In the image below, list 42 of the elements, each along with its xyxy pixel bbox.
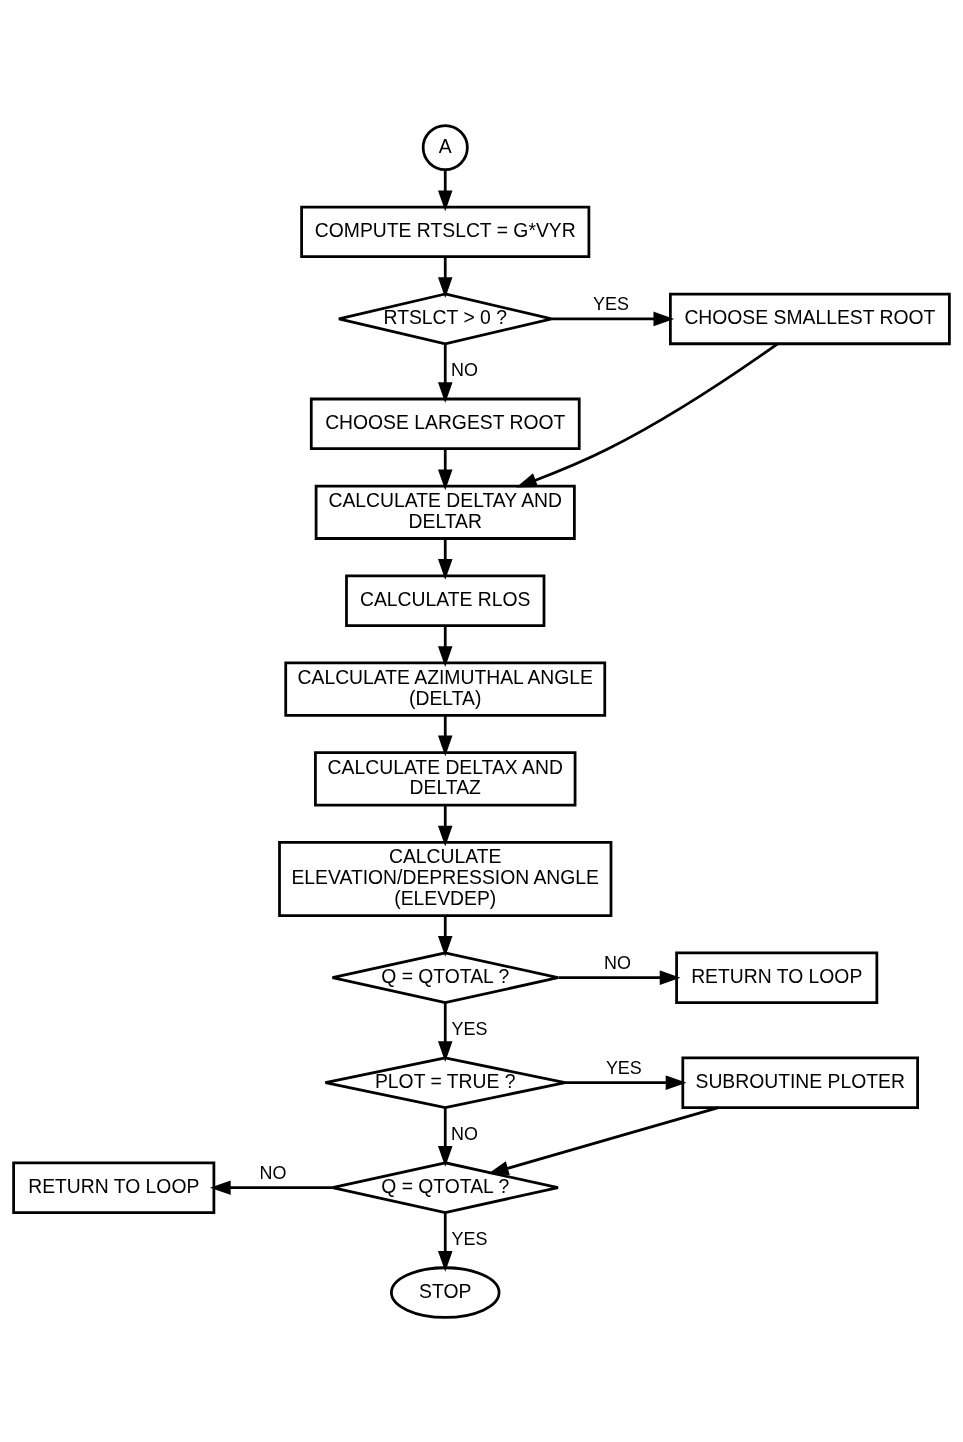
- edge-label: NO: [451, 1123, 479, 1144]
- arrow: [558, 969, 681, 985]
- arrow: [438, 915, 453, 957]
- arrow: [438, 169, 453, 211]
- arrow: [438, 256, 453, 298]
- edge-label: YES: [451, 1018, 488, 1039]
- node-box: RETURN TO LOOP: [12, 1160, 216, 1214]
- arrow: [438, 715, 453, 756]
- node-box: CALCULATE DELTAY AND DELTAR: [314, 484, 576, 540]
- node-diamond: RTSLCT > 0 ?: [337, 292, 553, 345]
- node-diamond: Q = QTOTAL ?: [331, 950, 560, 1004]
- edge-label: YES: [593, 293, 629, 314]
- node-box: CHOOSE SMALLEST ROOT: [669, 292, 951, 345]
- arrow: [438, 1002, 453, 1062]
- edge-label: NO: [451, 359, 479, 380]
- node-box: CALCULATE ELEVATION/DEPRESSION ANGLE (ELEVDEP): [278, 840, 613, 917]
- arrow: [487, 1105, 719, 1175]
- arrow: [438, 448, 453, 490]
- arrow: [438, 1212, 453, 1272]
- node-box: COMPUTE RTSLCT = G*VYR: [300, 205, 591, 258]
- arrow: [516, 342, 779, 487]
- edge-label: YES: [451, 1228, 488, 1249]
- node-box: CHOOSE LARGEST ROOT: [309, 397, 581, 450]
- arrow: [564, 1074, 687, 1090]
- node-box: CALCULATE DELTAX AND DELTAZ: [314, 750, 577, 806]
- edge-label: NO: [259, 1162, 287, 1183]
- arrow: [551, 311, 675, 326]
- edge-label: NO: [603, 952, 631, 973]
- arrow: [209, 1179, 333, 1195]
- node-circle: A: [421, 123, 469, 171]
- arrow: [438, 625, 453, 667]
- node-box: CALCULATE RLOS: [345, 573, 546, 627]
- node-box: RETURN TO LOOP: [675, 950, 879, 1004]
- arrow: [438, 1107, 453, 1167]
- arrow: [438, 343, 453, 403]
- arrow: [438, 804, 453, 846]
- node-box: SUBROUTINE PLOTER: [681, 1055, 919, 1109]
- arrow: [438, 538, 453, 580]
- edge-label: YES: [605, 1057, 642, 1078]
- node-ellipse: STOP: [390, 1265, 501, 1319]
- node-box: CALCULATE AZIMUTHAL ANGLE (DELTA): [284, 660, 607, 717]
- node-diamond: PLOT = TRUE ?: [324, 1055, 567, 1109]
